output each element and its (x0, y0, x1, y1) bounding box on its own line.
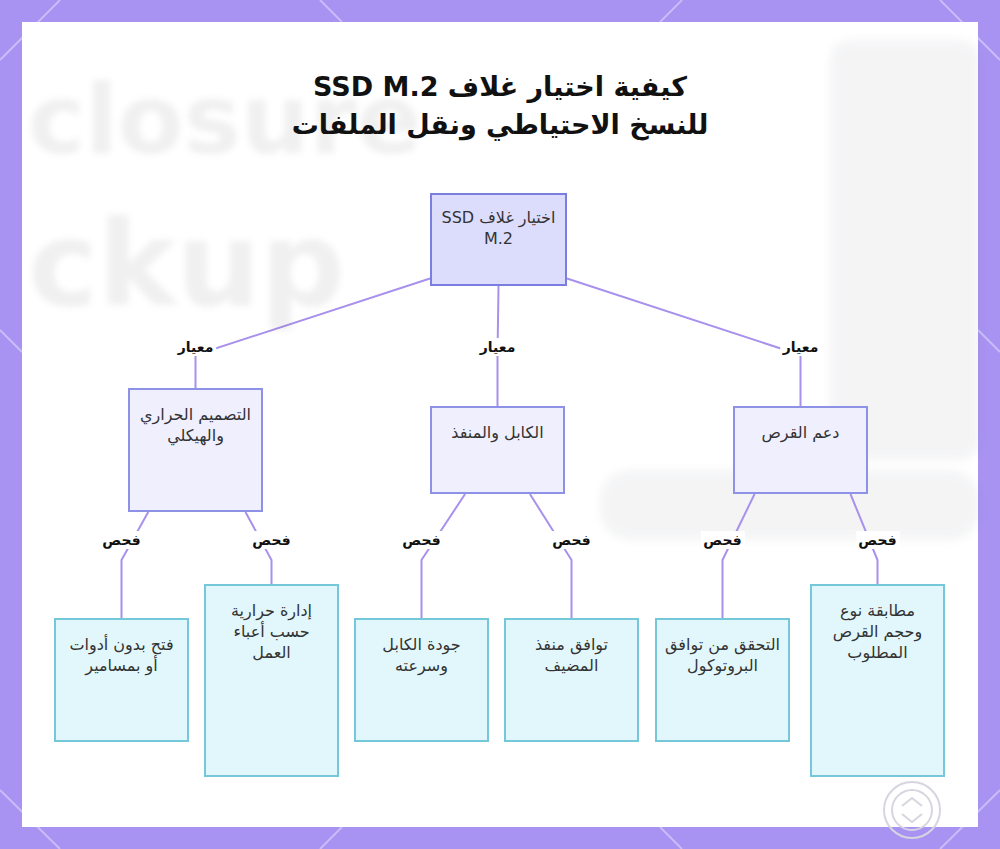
node-text: التصميم الحراري والهيكلي (138, 404, 253, 446)
check-box: فتح بدون أدوات أو بمسامير (54, 618, 189, 742)
connector-line (567, 279, 801, 406)
node-text: توافق منفذ المضيف (514, 634, 629, 676)
node-text: جودة الكابل وسرعته (364, 634, 479, 676)
edge-label: فحص (700, 531, 744, 549)
edge-label: معيار (175, 338, 217, 356)
connector-line (122, 512, 149, 618)
watermark-text: ckup (28, 205, 345, 323)
criterion-box: الكابل والمنفذ (430, 406, 565, 494)
node-text: فتح بدون أدوات أو بمسامير (64, 634, 179, 676)
check-box: التحقق من توافق البروتوكول (655, 618, 790, 742)
check-box: إدارة حرارية حسب أعباء العمل (204, 584, 339, 777)
edge-label: فحص (249, 531, 293, 549)
edge-label: معيار (780, 338, 822, 356)
node-text: إدارة حرارية حسب أعباء العمل (214, 600, 329, 663)
diagram-title: كيفية اختيار غلاف SSD M.2 للنسخ الاحتياط… (285, 68, 715, 144)
connector-line (723, 494, 755, 618)
check-box: مطابقة نوع وحجم القرص المطلوب (810, 584, 945, 777)
node-text: الكابل والمنفذ (440, 422, 555, 443)
edge-label: فحص (855, 531, 899, 549)
edge-label: فحص (99, 531, 143, 549)
edge-label: فحص (399, 531, 443, 549)
logo-mark (884, 782, 940, 838)
connector-line (422, 494, 466, 618)
node-text: التحقق من توافق البروتوكول (665, 634, 780, 676)
connector-line (530, 494, 572, 618)
criterion-box: التصميم الحراري والهيكلي (128, 388, 263, 512)
root-box: اختيار غلاف SSD M.2 (430, 193, 567, 286)
check-box: توافق منفذ المضيف (504, 618, 639, 742)
criterion-box: دعم القرص (733, 406, 868, 494)
check-box: جودة الكابل وسرعته (354, 618, 489, 742)
node-text: دعم القرص (743, 422, 858, 443)
node-text: اختيار غلاف SSD M.2 (440, 207, 557, 249)
edge-label: فحص (549, 531, 593, 549)
diagram-title-wrap: كيفية اختيار غلاف SSD M.2 للنسخ الاحتياط… (250, 68, 750, 144)
edge-label: معيار (477, 338, 519, 356)
node-text: مطابقة نوع وحجم القرص المطلوب (820, 600, 935, 663)
